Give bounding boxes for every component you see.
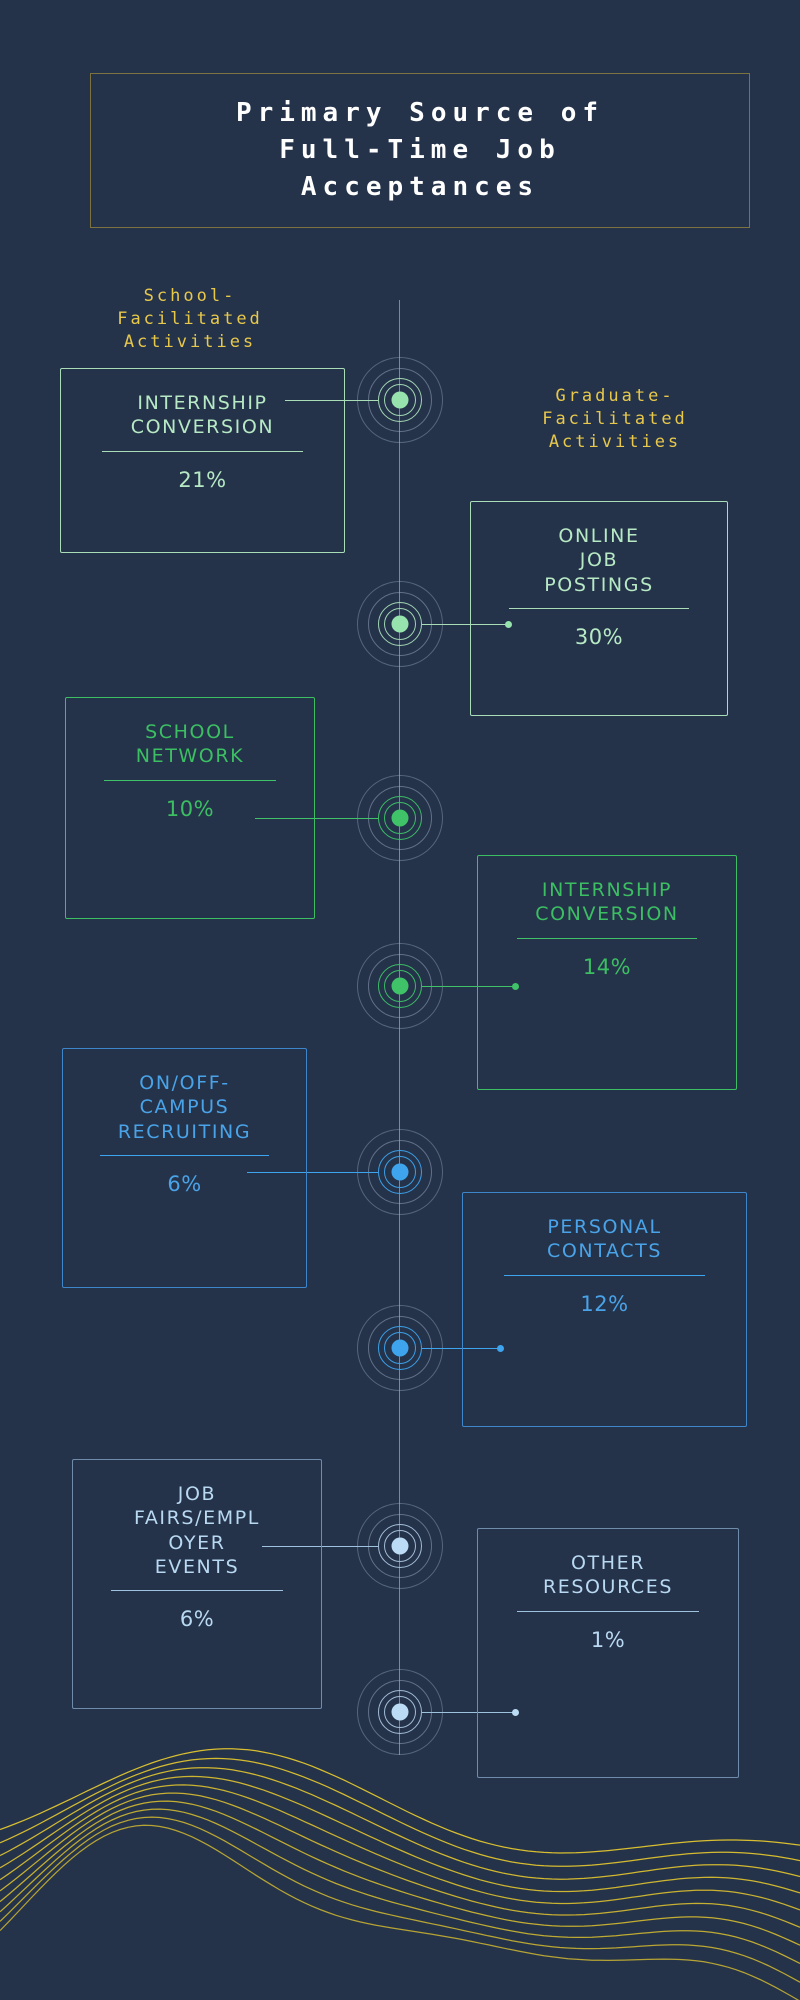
stat-card[interactable]: JOB FAIRS/EMPL OYER EVENTS 6%	[72, 1459, 322, 1709]
node-inner-ring-2	[384, 802, 416, 834]
connector-line-4	[422, 983, 519, 991]
node-core-dot	[391, 1163, 409, 1181]
node-inner-ring	[378, 1150, 422, 1194]
title-box: Primary Source of Full-Time Job Acceptan…	[90, 73, 750, 228]
stat-card-label: SCHOOL NETWORK	[135, 721, 245, 768]
stat-card-value: 21%	[178, 467, 227, 492]
connector-line-2	[422, 621, 512, 629]
stat-card-divider	[509, 607, 689, 610]
stat-card-divider	[103, 779, 277, 781]
stat-card-label: ON/OFF- CAMPUS RECRUITING	[117, 1072, 252, 1143]
node-inner-ring-2	[384, 1530, 416, 1562]
page-title: Primary Source of Full-Time Job Acceptan…	[235, 98, 605, 202]
node-inner-ring	[378, 1690, 422, 1734]
stat-card[interactable]: OTHER RESOURCES 1%	[477, 1528, 739, 1778]
stat-card-label: INTERNSHIP CONVERSION	[130, 392, 275, 439]
stat-card-divider	[516, 1610, 700, 1612]
connector-line-8	[422, 1709, 519, 1717]
stat-card[interactable]: ON/OFF- CAMPUS RECRUITING 6%	[62, 1048, 307, 1288]
stat-card[interactable]: INTERNSHIP CONVERSION 14%	[477, 855, 737, 1090]
node-core-dot	[391, 391, 409, 409]
node-core-dot	[391, 1339, 409, 1357]
stat-card-divider	[504, 1274, 705, 1276]
node-inner-ring-2	[384, 970, 416, 1002]
group-label-graduate-facilitated: Graduate- Facilitated Activities	[542, 386, 688, 452]
stat-card-divider	[516, 937, 698, 939]
connector-line-3	[255, 818, 378, 820]
stat-card[interactable]: INTERNSHIP CONVERSION 21%	[60, 368, 345, 553]
stat-card-value: 12%	[580, 1291, 629, 1316]
connector-line-7	[262, 1546, 378, 1548]
node-inner-ring-2	[384, 1156, 416, 1188]
connector-endpoint-dot	[511, 983, 519, 991]
stat-card-label: JOB FAIRS/EMPL OYER EVENTS	[134, 1483, 260, 1578]
connector-line-1	[285, 400, 378, 402]
connector-line-5	[247, 1172, 378, 1174]
stat-card-value: 30%	[574, 625, 624, 650]
node-inner-ring-2	[384, 608, 416, 640]
node-inner-ring-2	[384, 1696, 416, 1728]
node-core-dot	[391, 1703, 409, 1721]
stat-card-value: 14%	[582, 954, 632, 979]
node-core-dot	[391, 1537, 409, 1555]
decorative-wave	[0, 1748, 800, 2000]
stat-card-value: 6%	[179, 1607, 215, 1632]
connector-endpoint-dot	[496, 1345, 504, 1353]
stat-card[interactable]: SCHOOL NETWORK 10%	[65, 697, 315, 919]
stat-card-divider	[100, 1154, 269, 1157]
stat-card-divider	[110, 1590, 284, 1592]
group-label-school-facilitated: School- Facilitated Activities	[117, 286, 263, 352]
node-inner-ring-2	[384, 1332, 416, 1364]
node-core-dot	[391, 977, 409, 995]
node-core-dot	[391, 615, 409, 633]
stat-card-label: PERSONAL CONTACTS	[547, 1216, 662, 1263]
connector-line-6	[422, 1345, 504, 1353]
stat-card[interactable]: ONLINE JOB POSTINGS 30%	[470, 501, 728, 716]
stat-card-label: OTHER RESOURCES	[542, 1552, 674, 1599]
node-inner-ring	[378, 1524, 422, 1568]
stat-card-label: INTERNSHIP CONVERSION	[535, 879, 679, 926]
connector-endpoint-dot	[511, 1709, 519, 1717]
node-core-dot	[391, 809, 409, 827]
node-inner-ring	[378, 964, 422, 1008]
node-inner-ring	[378, 796, 422, 840]
stat-card-divider	[102, 450, 303, 452]
node-inner-ring	[378, 602, 422, 646]
stat-card-value: 10%	[165, 796, 215, 821]
node-inner-ring	[378, 1326, 422, 1370]
node-inner-ring	[378, 378, 422, 422]
connector-endpoint-dot	[504, 621, 512, 629]
stat-card-label: ONLINE JOB POSTINGS	[544, 525, 654, 596]
node-inner-ring-2	[384, 384, 416, 416]
stat-card-value: 1%	[590, 1627, 626, 1652]
stat-card[interactable]: PERSONAL CONTACTS 12%	[462, 1192, 747, 1427]
stat-card-value: 6%	[167, 1172, 202, 1197]
